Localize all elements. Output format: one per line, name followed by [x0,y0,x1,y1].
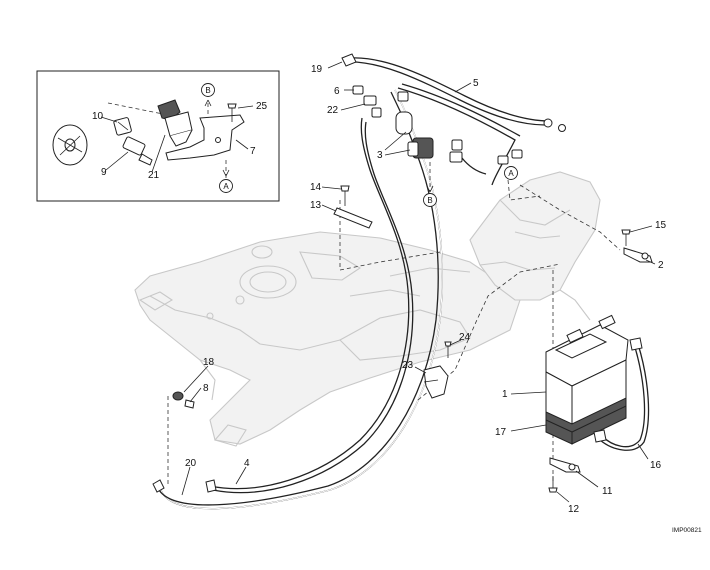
callout-15: 15 [655,220,667,231]
ignition-switch-detail [52,99,245,178]
callout-24: 24 [459,332,471,343]
callout-19: 19 [311,64,323,75]
ref-a-main-letter: A [508,169,514,178]
battery-cable [593,337,650,451]
callout-17: 17 [495,427,507,438]
ref-b-main-letter: B [427,196,432,205]
callout-3: 3 [377,150,383,161]
callout-13: 13 [310,200,322,211]
guide-lines [167,162,621,484]
ref-b-inset: B [201,83,215,97]
callout-20: 20 [185,458,197,469]
callout-10: 10 [92,111,104,122]
callout-25: 25 [256,101,268,112]
callout-5: 5 [473,78,479,89]
callout-18: 18 [203,357,215,368]
callout-22: 22 [327,105,339,116]
callout-4: 4 [244,458,250,469]
leader-lines [100,61,656,503]
ref-b-letter: B [205,86,210,95]
callout-6: 6 [334,86,340,97]
ghost-frame [134,171,601,447]
detail-inset-frame [36,70,280,202]
callout-21: 21 [148,170,160,181]
battery [545,314,629,445]
ref-b-main: B [423,193,437,207]
callout-1: 1 [502,389,508,400]
callout-8: 8 [203,383,209,394]
ref-a-main: A [504,166,518,180]
figure-reference-code: IMP00821 [672,527,702,534]
small-parts [172,185,653,493]
callout-16: 16 [650,460,662,471]
callout-14: 14 [310,182,322,193]
wiring-harness [152,53,566,510]
callout-7: 7 [250,146,256,157]
callout-11: 11 [602,486,613,497]
callout-23: 23 [402,360,414,371]
callout-12: 12 [568,504,580,515]
callout-2: 2 [658,260,664,271]
callout-9: 9 [101,167,107,178]
ref-a-letter: A [223,182,229,191]
callout-labels: 10 9 21 25 7 19 6 22 5 3 14 13 15 2 18 8… [92,64,667,515]
ref-a-inset: A [219,179,233,193]
